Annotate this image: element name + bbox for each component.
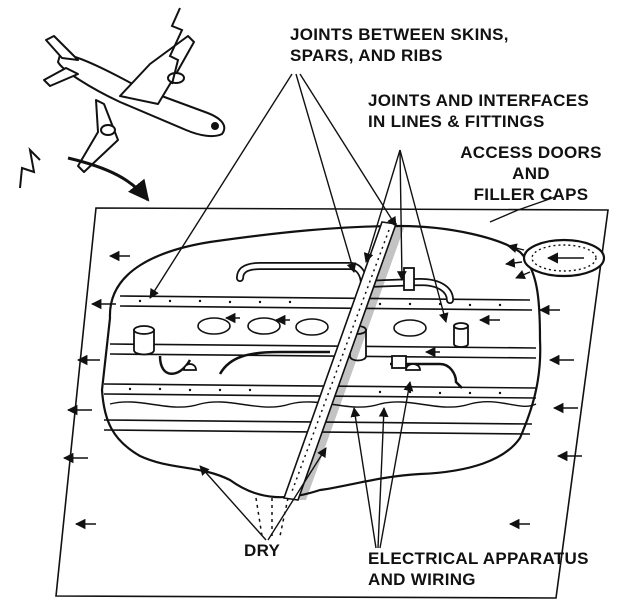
label-electrical-line1: ELECTRICAL APPARATUS bbox=[368, 549, 589, 568]
label-joints-lines-line1: JOINTS AND INTERFACES bbox=[368, 91, 590, 110]
label-joints-lines-line2: IN LINES & FITTINGS bbox=[368, 112, 545, 131]
label-joints-skins: JOINTS BETWEEN SKINS, SPARS, AND RIBS bbox=[290, 24, 509, 66]
label-access-doors-line2: AND bbox=[512, 164, 550, 183]
label-joints-lines: JOINTS AND INTERFACES IN LINES & FITTING… bbox=[368, 90, 589, 132]
label-access-doors-line1: ACCESS DOORS bbox=[460, 143, 602, 162]
tank-cutaway bbox=[100, 224, 542, 499]
access-door-icon bbox=[505, 238, 606, 280]
label-electrical-line2: AND WIRING bbox=[368, 570, 476, 589]
label-access-doors-line3: FILLER CAPS bbox=[473, 185, 589, 204]
airplane-icon bbox=[43, 35, 226, 173]
label-joints-skins-line2: SPARS, AND RIBS bbox=[290, 46, 443, 65]
label-access-doors: ACCESS DOORS AND FILLER CAPS bbox=[452, 142, 610, 205]
label-dry: DRY bbox=[244, 540, 280, 561]
leader-lines bbox=[149, 73, 559, 549]
label-joints-skins-line1: JOINTS BETWEEN SKINS, bbox=[290, 25, 509, 44]
lightening-holes bbox=[197, 317, 427, 337]
label-dry-text: DRY bbox=[244, 541, 281, 560]
label-electrical: ELECTRICAL APPARATUS AND WIRING bbox=[368, 548, 589, 590]
diagonal-spar bbox=[282, 221, 404, 501]
flow-arrow-icon bbox=[62, 250, 582, 530]
